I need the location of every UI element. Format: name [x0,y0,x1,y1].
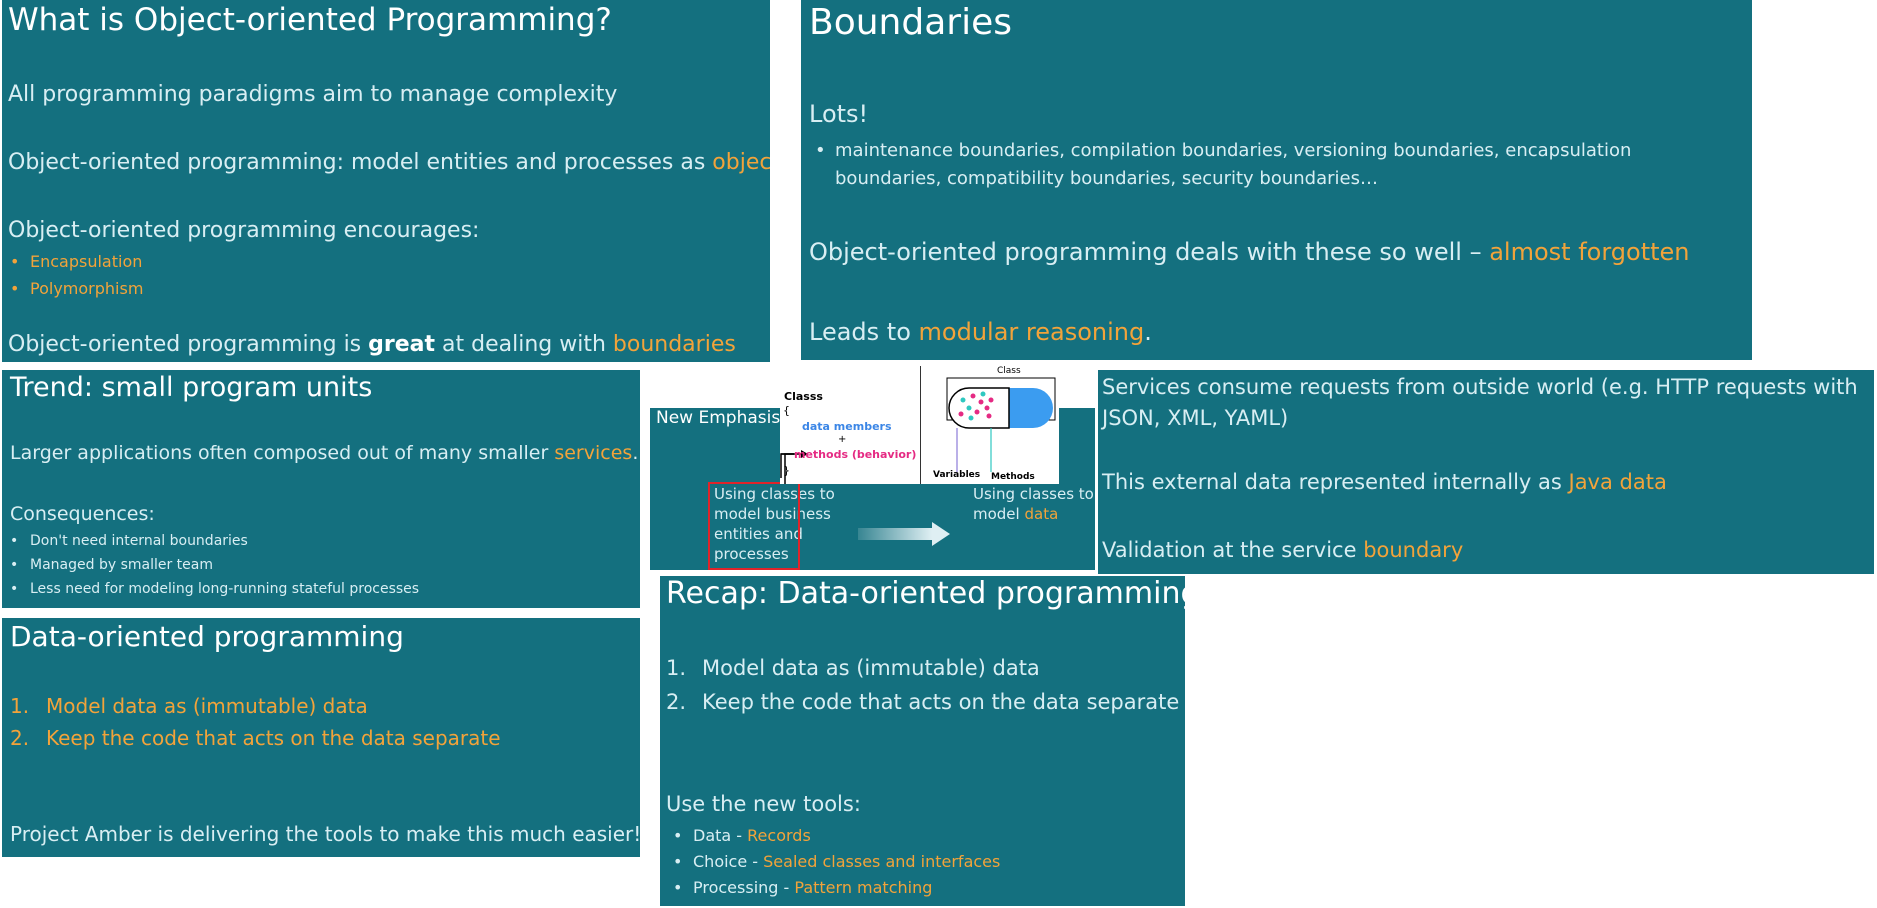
slide-title: Data-oriented programming [10,620,404,653]
slide-what-is-oop: What is Object-oriented Programming? All… [2,0,770,362]
text-line: Object-oriented programming encourages: [8,218,480,243]
tool-item: Choice - Sealed classes and interfaces [673,852,1000,871]
footer-text: Project Amber is delivering the tools to… [10,822,640,846]
bullet-item: Managed by smaller team [10,557,213,573]
slide-trend: Trend: small program units Larger applic… [2,370,640,608]
tool-item: Processing - Pattern matching [673,878,932,897]
text-line: Larger applications often composed out o… [10,442,639,464]
bullet-item: Less need for modeling long-running stat… [10,581,419,597]
tool-item: Data - Records [673,826,811,845]
bullet-line-continued: boundaries, compatibility boundaries, se… [835,168,1378,189]
brace-close: } [783,464,790,477]
tools-heading: Use the new tools: [666,792,861,816]
bullet-line: maintenance boundaries, compilation boun… [815,140,1631,161]
slide-services: Services consume requests from outside w… [1098,370,1874,574]
lots-heading: Lots! [809,100,869,128]
bullet-item: Don't need internal boundaries [10,533,248,549]
arrow-icon [858,528,932,540]
methods-label: methods (behavior) [794,448,917,461]
highlight-objects: objects [712,150,770,175]
slide-title: Boundaries [809,2,1012,43]
plus-sign: + [838,434,847,445]
text-line: Leads to modular reasoning. [809,318,1152,346]
slide-title: Trend: small program units [10,372,373,403]
text-line: All programming paradigms aim to manage … [8,82,618,107]
text-line: Validation at the service boundary [1102,538,1464,562]
bullet-item: Encapsulation [10,252,142,271]
text-line: Services consume requests from outside w… [1102,375,1858,430]
slide-boundaries: Boundaries Lots! maintenance boundaries,… [801,0,1752,360]
capsule-diagram: Class Variables Methods [920,366,1059,484]
text-line: This external data represented internall… [1102,470,1667,494]
slide-data-oriented: Data-oriented programming 1.Model data a… [2,618,640,857]
text-line: Object-oriented programming: model entit… [8,150,770,175]
connector-arrow-icon [780,450,808,484]
class-diagram: Classs { data members + methods (behavio… [780,366,920,484]
methods-label: Methods [991,472,1035,482]
numbered-item: 1.Model data as (immutable) data [10,694,368,718]
brace-open: { [783,404,790,417]
arrowhead-icon [932,522,950,546]
data-members-label: data members [802,420,892,433]
text-line: Object-oriented programming deals with t… [809,238,1690,266]
slide-recap: Recap: Data-oriented programming 1.Model… [660,576,1185,906]
numbered-item: 2.Keep the code that acts on the data se… [666,690,1180,714]
capsule-class-label: Class [997,366,1021,376]
slide-title: New Emphasis [656,408,781,428]
slide-title: Recap: Data-oriented programming [666,576,1185,611]
variables-label: Variables [933,470,981,480]
highlight-box [708,482,800,570]
slide-title: What is Object-oriented Programming? [8,2,612,38]
numbered-item: 1.Model data as (immutable) data [666,656,1040,680]
consequences-heading: Consequences: [10,503,155,525]
classs-label: Classs [784,390,823,403]
numbered-item: 2.Keep the code that acts on the data se… [10,726,501,750]
capsule-icon [946,377,1056,472]
text-line: Object-oriented programming is great at … [8,332,736,357]
bullet-item: Polymorphism [10,279,143,298]
